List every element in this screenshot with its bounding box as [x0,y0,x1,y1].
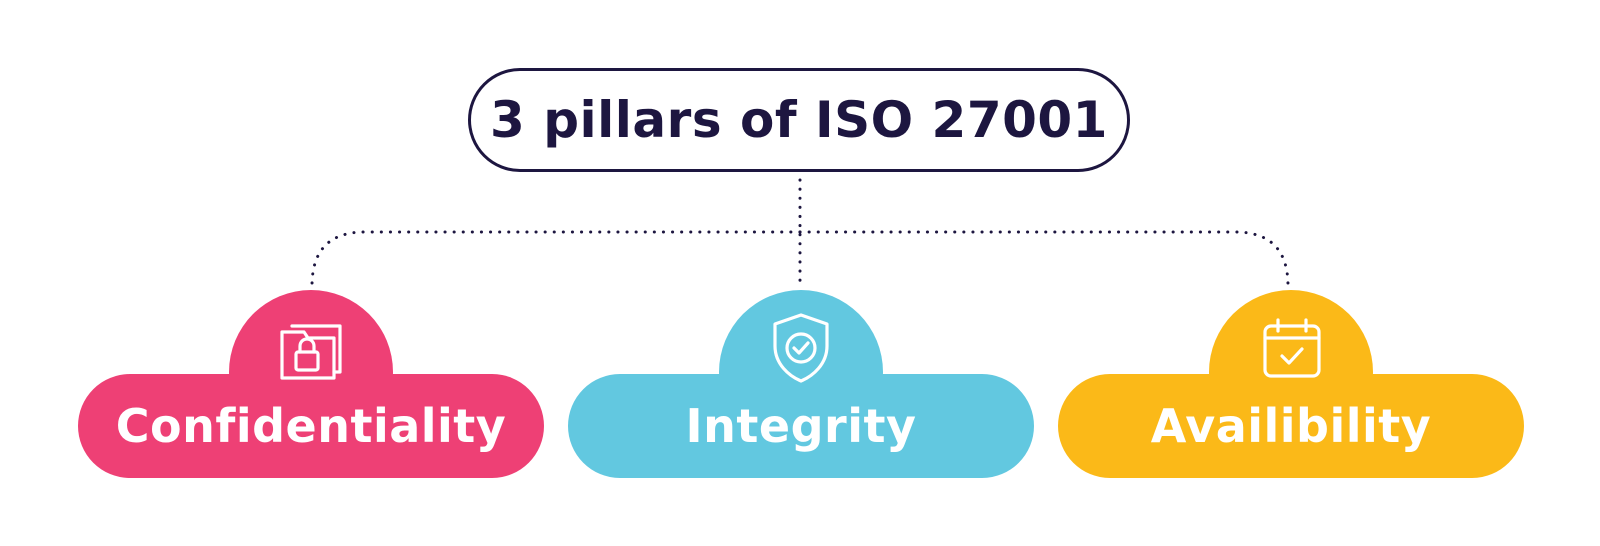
shield-check-icon [773,313,829,383]
connector-left-branch [310,230,802,288]
pillar-bar: Integrity [568,374,1034,478]
calendar-check-icon [1263,318,1321,378]
connector-right-branch [798,230,1290,288]
pillar-availability: Availibility [1058,290,1524,480]
folder-lock-icon [280,324,342,380]
pillar-label-availability: Availibility [1150,399,1432,453]
pillar-label-integrity: Integrity [685,399,917,453]
pillar-integrity: Integrity [568,290,1034,480]
diagram-title: 3 pillars of ISO 27001 [490,91,1108,149]
pillar-bar: Confidentiality [78,374,544,478]
title-pill: 3 pillars of ISO 27001 [468,68,1130,172]
pillar-bar: Availibility [1058,374,1524,478]
pillar-confidentiality: Confidentiality [78,290,544,480]
pillar-label-confidentiality: Confidentiality [115,399,507,453]
